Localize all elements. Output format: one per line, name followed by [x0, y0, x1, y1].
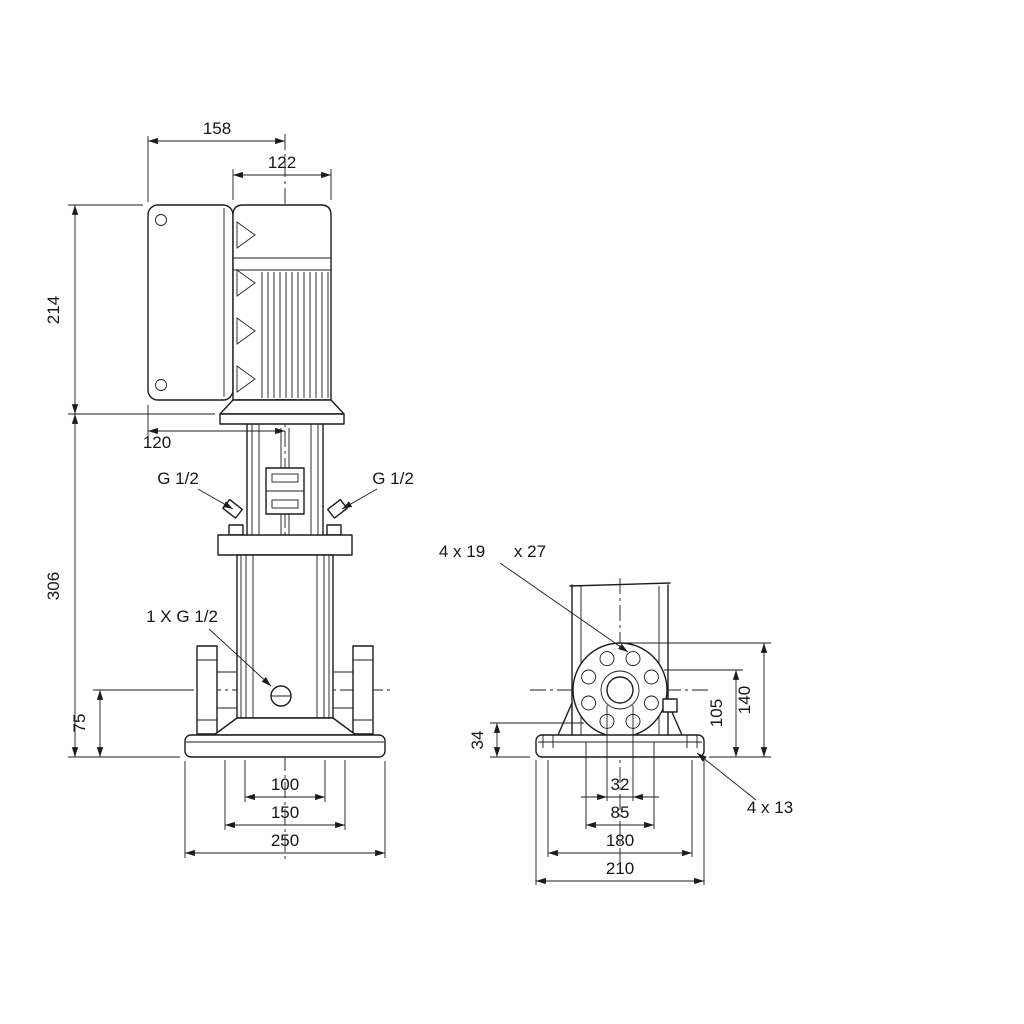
- base-skirt: [213, 717, 357, 736]
- dim-label-75: 75: [70, 714, 89, 733]
- dim-label-250: 250: [271, 831, 299, 850]
- control-box: [147, 204, 234, 401]
- dim-pump-height: 306: [44, 414, 180, 758]
- dim-bolt-circle: 85: [585, 742, 655, 829]
- dim-flange-105: 105: [664, 669, 743, 757]
- dim-label-32: 32: [611, 775, 630, 794]
- plug-left-label: G 1/2: [157, 469, 199, 488]
- base-anchor-holes: [542, 735, 698, 748]
- plate-bolt-right: [326, 524, 342, 536]
- top-plate: [217, 524, 353, 556]
- dim-motor-height: 214: [44, 204, 215, 415]
- tie-rods: [240, 555, 330, 718]
- suction-flange: [196, 645, 218, 735]
- dim-port-height: 75: [70, 689, 192, 757]
- dim-flange-bottom-height: 34: [468, 722, 584, 758]
- dim-port-bore: 32: [581, 705, 659, 801]
- flange-bore: [606, 676, 634, 704]
- dim-terminal-box-depth: 120: [143, 405, 285, 452]
- base-side: [535, 734, 705, 758]
- label-flange-holes: 4 x 19 x 27: [439, 542, 629, 653]
- dim-label-120: 120: [143, 433, 171, 452]
- flange-slots-label: x 27: [514, 542, 546, 561]
- motor-fins: [261, 272, 329, 398]
- drain-plug: [270, 685, 292, 707]
- flange-bolt-holes: [581, 651, 659, 729]
- dim-label-210: 210: [606, 859, 634, 878]
- base-plate-side: [535, 734, 705, 758]
- dim-total-width: 158: [147, 119, 285, 202]
- dim-label-180: 180: [606, 831, 634, 850]
- plug-right-label: G 1/2: [372, 469, 414, 488]
- label-base-holes: 4 x 13: [696, 752, 793, 817]
- dim-motor-width: 122: [232, 153, 332, 200]
- label-plug-left: G 1/2: [157, 469, 234, 510]
- motor-clamps: [236, 221, 256, 393]
- pump-base: [184, 717, 386, 758]
- dim-label-105: 105: [707, 699, 726, 727]
- motor: [219, 204, 345, 425]
- base-plate: [184, 734, 386, 758]
- dim-flange-140: 140: [622, 642, 771, 758]
- flange-holes-label: 4 x 19: [439, 542, 485, 561]
- plate-bolt-left: [228, 524, 244, 536]
- flange-raised-face: [600, 670, 640, 710]
- dim-label-306: 306: [44, 572, 63, 600]
- flange-outer: [572, 642, 668, 738]
- coupling-guards: [251, 424, 319, 535]
- motor-body: [232, 204, 332, 401]
- dim-base-width: 250: [184, 761, 386, 858]
- dim-base-mid-width: 150: [224, 760, 346, 830]
- dim-label-158: 158: [203, 119, 231, 138]
- dim-label-150: 150: [271, 803, 299, 822]
- plug-boss-right: [327, 498, 348, 519]
- dim-base-bolt-span-side: 180: [547, 760, 693, 857]
- label-drain-plug: 1 X G 1/2: [146, 607, 272, 687]
- label-plug-right: G 1/2: [341, 469, 414, 510]
- dim-base-bolt-span: 100: [244, 760, 326, 802]
- flange-tab: [662, 698, 678, 713]
- dim-label-122: 122: [268, 153, 296, 172]
- base-holes-label: 4 x 13: [747, 798, 793, 817]
- dim-label-34: 34: [468, 731, 487, 750]
- discharge-flange: [352, 645, 374, 735]
- side-view: 34 105 140 32 85 180: [439, 542, 793, 885]
- port-flanges: [196, 645, 374, 735]
- motor-flange-band: [219, 413, 345, 425]
- front-view: 158 122 214 120 306 75 G 1/2: [44, 119, 414, 862]
- dim-label-85: 85: [611, 803, 630, 822]
- motor-stool: [219, 399, 345, 415]
- dim-label-214: 214: [44, 296, 63, 324]
- dim-label-100: 100: [271, 775, 299, 794]
- dim-label-140: 140: [735, 686, 754, 714]
- box-screw-bottom: [155, 379, 167, 391]
- port-flange-face: [572, 642, 678, 738]
- box-screw-top: [155, 214, 167, 226]
- dim-base-depth: 210: [535, 760, 705, 885]
- drain-plug-label: 1 X G 1/2: [146, 607, 218, 626]
